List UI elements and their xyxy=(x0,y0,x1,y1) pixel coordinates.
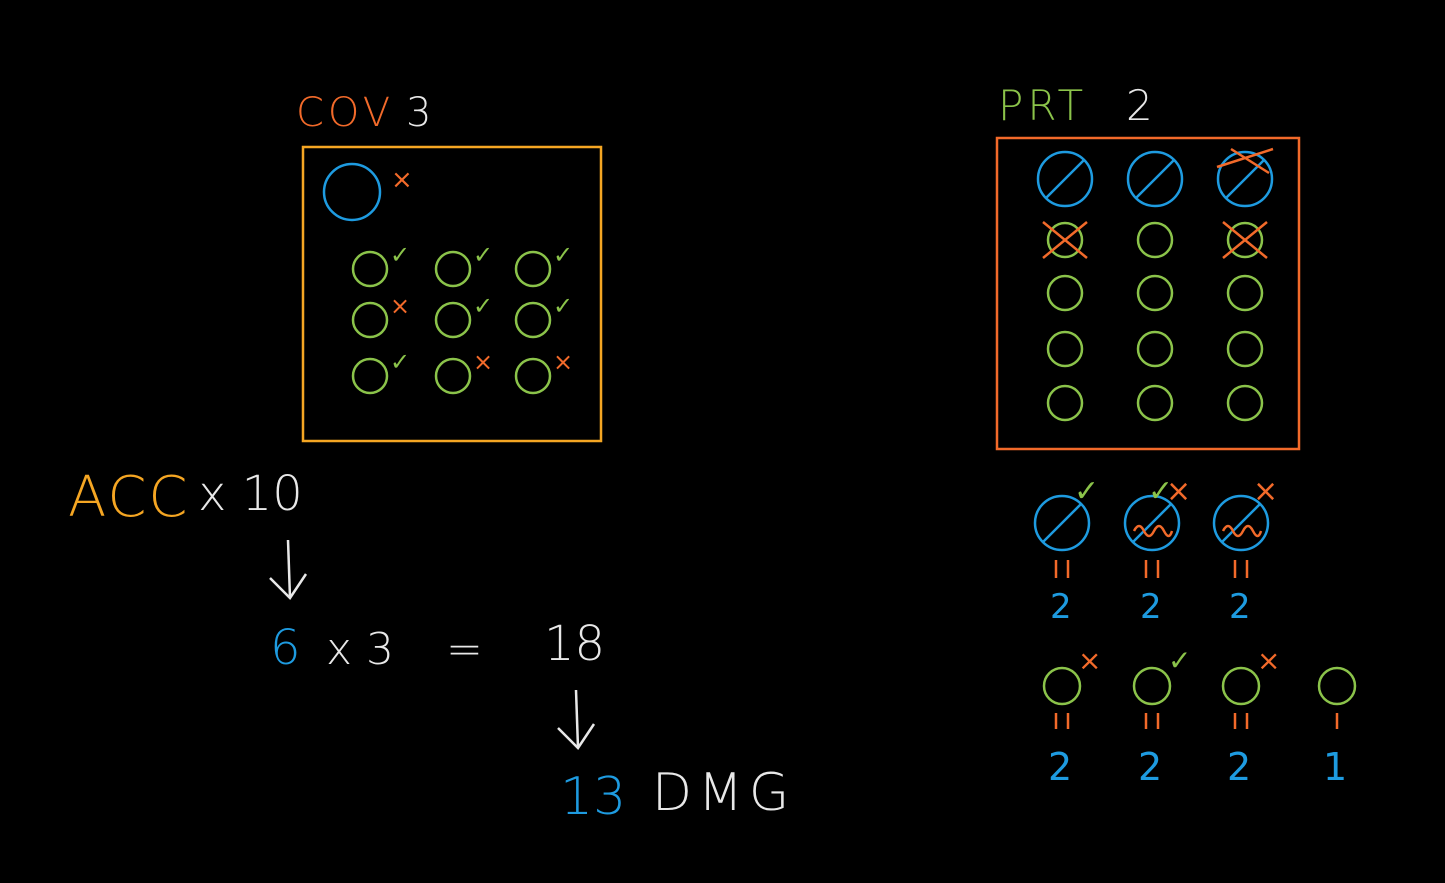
tally-mark xyxy=(1054,560,1070,578)
cover-label: COV xyxy=(296,90,394,136)
cover-large-circle xyxy=(322,162,382,222)
slash-mark xyxy=(1221,503,1261,543)
protection-small-circle xyxy=(1136,384,1174,422)
cover-box xyxy=(301,145,603,443)
protection-large-circle xyxy=(1212,494,1270,552)
check-icon: ✓ xyxy=(473,292,493,320)
protection-small-circle xyxy=(1317,666,1357,706)
cover-small-circle xyxy=(514,301,552,339)
calc-times: x 3 xyxy=(326,624,394,675)
tally-mark xyxy=(1144,713,1160,729)
protection-small-circle xyxy=(1226,274,1264,312)
protection-large-count: 2 xyxy=(1229,587,1251,627)
cover-small-circle xyxy=(351,250,389,288)
slash-mark xyxy=(1045,159,1085,199)
cross-icon xyxy=(1042,221,1088,259)
slash-mark xyxy=(1135,159,1175,199)
protection-small-circle xyxy=(1046,274,1084,312)
protection-small-circles: × 2 ✓ 2 × 2 1 xyxy=(1042,644,1357,789)
protection-large-count: 2 xyxy=(1140,587,1162,627)
protection-large-circles: ✓2✓×2×2 xyxy=(1033,474,1278,627)
protection-small-count: 2 xyxy=(1227,745,1251,789)
tally-mark xyxy=(1144,560,1160,578)
cross-icon: × xyxy=(1253,474,1278,509)
cross-icon: × xyxy=(1166,474,1191,509)
check-icon: ✓ xyxy=(1168,644,1191,677)
protection-small-circle xyxy=(1226,221,1264,259)
tally-mark xyxy=(1233,713,1249,729)
cover-small-circle-grid: ✓ ✓ ✓ × ✓ ✓ ✓ × × xyxy=(351,241,573,395)
protection-small-circle xyxy=(1046,221,1084,259)
protection-box xyxy=(995,136,1301,451)
protection-value: 2 xyxy=(1126,81,1153,130)
cover-large-mark: × xyxy=(391,165,413,195)
slash-mark xyxy=(1042,503,1082,543)
calc-result: 18 xyxy=(544,616,605,672)
calc-equals: = xyxy=(446,624,483,675)
cover-small-circle xyxy=(434,250,472,288)
accuracy-label: ACC xyxy=(68,465,190,530)
protection-small-circle xyxy=(1221,666,1261,706)
cross-icon: × xyxy=(390,292,410,320)
check-icon: ✓ xyxy=(553,292,573,320)
tally-mark xyxy=(1233,560,1249,578)
cover-small-circle xyxy=(351,357,389,395)
cross-icon xyxy=(1216,147,1274,175)
cross-icon: × xyxy=(553,348,573,376)
tally-mark xyxy=(1054,713,1070,729)
protection-small-count: 2 xyxy=(1048,745,1072,789)
protection-large-count: 2 xyxy=(1050,587,1072,627)
cover-small-circle xyxy=(514,250,552,288)
protection-large-circle xyxy=(1216,150,1274,208)
cover-small-circle xyxy=(514,357,552,395)
down-arrow-icon xyxy=(269,539,308,600)
protection-small-count: 2 xyxy=(1138,745,1162,789)
check-icon: ✓ xyxy=(473,241,493,269)
damage-label: DMG xyxy=(652,763,795,823)
cover-value: 3 xyxy=(406,90,431,136)
protection-small-circle xyxy=(1042,666,1082,706)
protection-small-circle xyxy=(1046,330,1084,368)
protection-small-count: 1 xyxy=(1323,745,1347,789)
check-icon: ✓ xyxy=(390,348,410,376)
damage-value: 13 xyxy=(560,767,626,827)
cross-icon: × xyxy=(1078,644,1101,677)
protection-large-circle xyxy=(1033,494,1091,552)
calc-hits: 6 xyxy=(270,620,301,676)
cross-icon: × xyxy=(1257,644,1280,677)
check-icon: ✓ xyxy=(390,241,410,269)
cross-icon: × xyxy=(473,348,493,376)
protection-large-circle xyxy=(1126,150,1184,208)
check-icon: ✓ xyxy=(1148,474,1173,509)
protection-small-circle xyxy=(1136,330,1174,368)
protection-small-circle xyxy=(1136,274,1174,312)
accuracy-multiplier: x 10 xyxy=(198,466,303,522)
protection-large-circle xyxy=(1123,494,1181,552)
protection-circle-grid xyxy=(1036,147,1274,422)
scribble-mark xyxy=(1221,524,1263,538)
scribble-mark xyxy=(1132,524,1174,538)
check-icon: ✓ xyxy=(553,241,573,269)
protection-small-circle xyxy=(1226,384,1264,422)
cross-icon xyxy=(1222,221,1268,259)
cover-small-circle xyxy=(434,301,472,339)
down-arrow-icon xyxy=(557,689,596,750)
protection-large-circle xyxy=(1036,150,1094,208)
protection-small-circle xyxy=(1046,384,1084,422)
protection-small-circle xyxy=(1132,666,1172,706)
cover-small-circle xyxy=(351,301,389,339)
protection-label: PRT xyxy=(998,81,1087,130)
check-icon: ✓ xyxy=(1074,474,1099,509)
protection-small-circle xyxy=(1136,221,1174,259)
cover-small-circle xyxy=(434,357,472,395)
slash-mark xyxy=(1132,503,1172,543)
protection-small-circle xyxy=(1226,330,1264,368)
